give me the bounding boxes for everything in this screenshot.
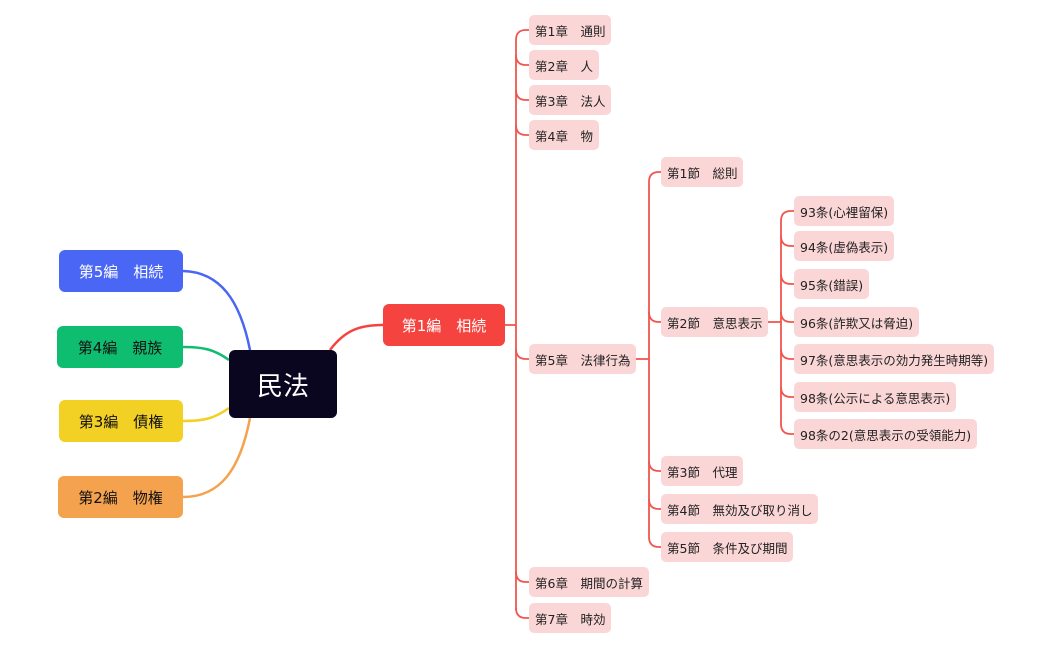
chapter-3-node[interactable]: 第3章 法人 — [529, 85, 612, 115]
root-node[interactable]: 民法 — [229, 350, 337, 418]
section-1-node[interactable]: 第1節 総則 — [661, 157, 744, 187]
chapter-2-node[interactable]: 第2章 人 — [529, 50, 599, 80]
section-3-node[interactable]: 第3節 代理 — [661, 456, 744, 486]
section-4-node[interactable]: 第4節 無効及び取り消し — [661, 494, 819, 524]
book-4-node[interactable]: 第4編 親族 — [57, 326, 183, 368]
section-2-node[interactable]: 第2節 意思表示 — [661, 307, 769, 337]
article-98-2-node[interactable]: 98条の2(意思表示の受領能力) — [794, 419, 978, 449]
article-94-node[interactable]: 94条(虚偽表示) — [794, 231, 895, 261]
article-95-node[interactable]: 95条(錯誤) — [794, 269, 870, 299]
article-93-node[interactable]: 93条(心裡留保) — [794, 196, 895, 226]
book-1-node[interactable]: 第1編 相続 — [383, 304, 505, 346]
chapter-7-node[interactable]: 第7章 時効 — [529, 603, 612, 633]
article-97-node[interactable]: 97条(意思表示の効力発生時期等) — [794, 344, 995, 374]
chapter-1-node[interactable]: 第1章 通則 — [529, 15, 612, 45]
article-96-node[interactable]: 96条(詐欺又は脅迫) — [794, 307, 920, 337]
chapter-4-node[interactable]: 第4章 物 — [529, 120, 599, 150]
article-98-node[interactable]: 98条(公示による意思表示) — [794, 382, 957, 412]
book-2-node[interactable]: 第2編 物権 — [58, 476, 183, 518]
section-5-node[interactable]: 第5節 条件及び期間 — [661, 532, 794, 562]
chapter-5-node[interactable]: 第5章 法律行為 — [529, 344, 637, 374]
book-3-node[interactable]: 第3編 債権 — [59, 400, 183, 442]
chapter-6-node[interactable]: 第6章 期間の計算 — [529, 567, 649, 597]
book-5-node[interactable]: 第5編 相続 — [59, 250, 183, 292]
